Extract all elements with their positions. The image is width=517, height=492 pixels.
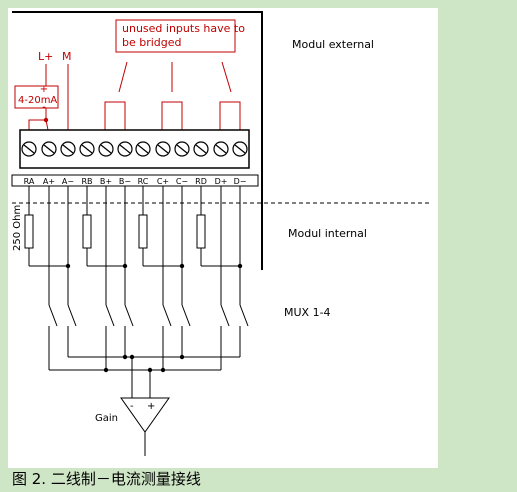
l-plus-label: L+ bbox=[38, 50, 53, 63]
screw-slot bbox=[43, 144, 55, 154]
terminal-label: A+ bbox=[43, 177, 55, 186]
internal-wiring bbox=[28, 186, 241, 305]
current-source bbox=[14, 85, 59, 109]
terminal-label: A− bbox=[62, 177, 74, 186]
terminal-label: B+ bbox=[100, 177, 112, 186]
screw-slot bbox=[81, 144, 93, 154]
terminal-block bbox=[19, 129, 250, 169]
bridges bbox=[104, 101, 241, 130]
screw-slot bbox=[62, 144, 74, 154]
screw-slot bbox=[234, 144, 246, 154]
mux-buses bbox=[49, 356, 240, 405]
screw-slot bbox=[119, 144, 131, 154]
note-line-2: be bridged bbox=[122, 36, 182, 49]
opamp-minus: - bbox=[130, 401, 134, 412]
screw-slot bbox=[157, 144, 169, 154]
terminal-label: C+ bbox=[157, 177, 169, 186]
screw-slot bbox=[100, 144, 112, 154]
gain-amplifier bbox=[120, 397, 170, 433]
bus-junctions bbox=[103, 354, 185, 373]
note-pointers bbox=[118, 61, 232, 93]
source-minus: - bbox=[42, 102, 46, 113]
modul-external-label: Modul external bbox=[292, 38, 374, 51]
note-box bbox=[115, 19, 236, 53]
mux-label: MUX 1-4 bbox=[284, 306, 331, 319]
resistor-c bbox=[138, 214, 148, 249]
resistor-d bbox=[196, 214, 206, 249]
panel-background bbox=[8, 8, 438, 468]
mux-switches bbox=[48, 304, 249, 370]
terminal-label: D− bbox=[234, 177, 247, 186]
terminal-label: RD bbox=[195, 177, 207, 186]
terminal-label: D+ bbox=[215, 177, 228, 186]
modul-internal-label: Modul internal bbox=[288, 227, 367, 240]
source-junction bbox=[43, 117, 49, 123]
screw-slot bbox=[23, 144, 35, 154]
note-line-1: unused inputs have to bbox=[122, 22, 245, 35]
screw-slot bbox=[137, 144, 149, 154]
shunt-resistors bbox=[24, 214, 206, 249]
resistor-a bbox=[24, 214, 34, 249]
module-border bbox=[12, 11, 263, 270]
m-label: M bbox=[62, 50, 72, 63]
terminal-labels: RA A+ A− RB B+ B− RC C+ C− RD D+ D− bbox=[24, 177, 247, 186]
resistor-b bbox=[82, 214, 92, 249]
terminal-label-strip bbox=[11, 174, 259, 187]
terminal-label: RB bbox=[81, 177, 92, 186]
gain-label: Gain bbox=[95, 413, 118, 424]
screw-slot bbox=[176, 144, 188, 154]
source-plus: + bbox=[40, 84, 48, 95]
screw-slot bbox=[195, 144, 207, 154]
figure-caption: 图 2. 二线制－电流测量接线 bbox=[12, 470, 201, 488]
return-junctions bbox=[65, 263, 243, 269]
terminal-label: C− bbox=[176, 177, 188, 186]
opamp-plus: + bbox=[147, 401, 155, 412]
terminal-label: RC bbox=[138, 177, 149, 186]
resistor-label: 250 Ohm bbox=[12, 205, 23, 251]
source-wiring bbox=[28, 64, 69, 131]
source-label: 4-20mA bbox=[18, 95, 57, 106]
terminal-screws bbox=[21, 141, 248, 157]
screw-slot bbox=[215, 144, 227, 154]
terminal-label: RA bbox=[24, 177, 35, 186]
terminal-label: B− bbox=[119, 177, 131, 186]
